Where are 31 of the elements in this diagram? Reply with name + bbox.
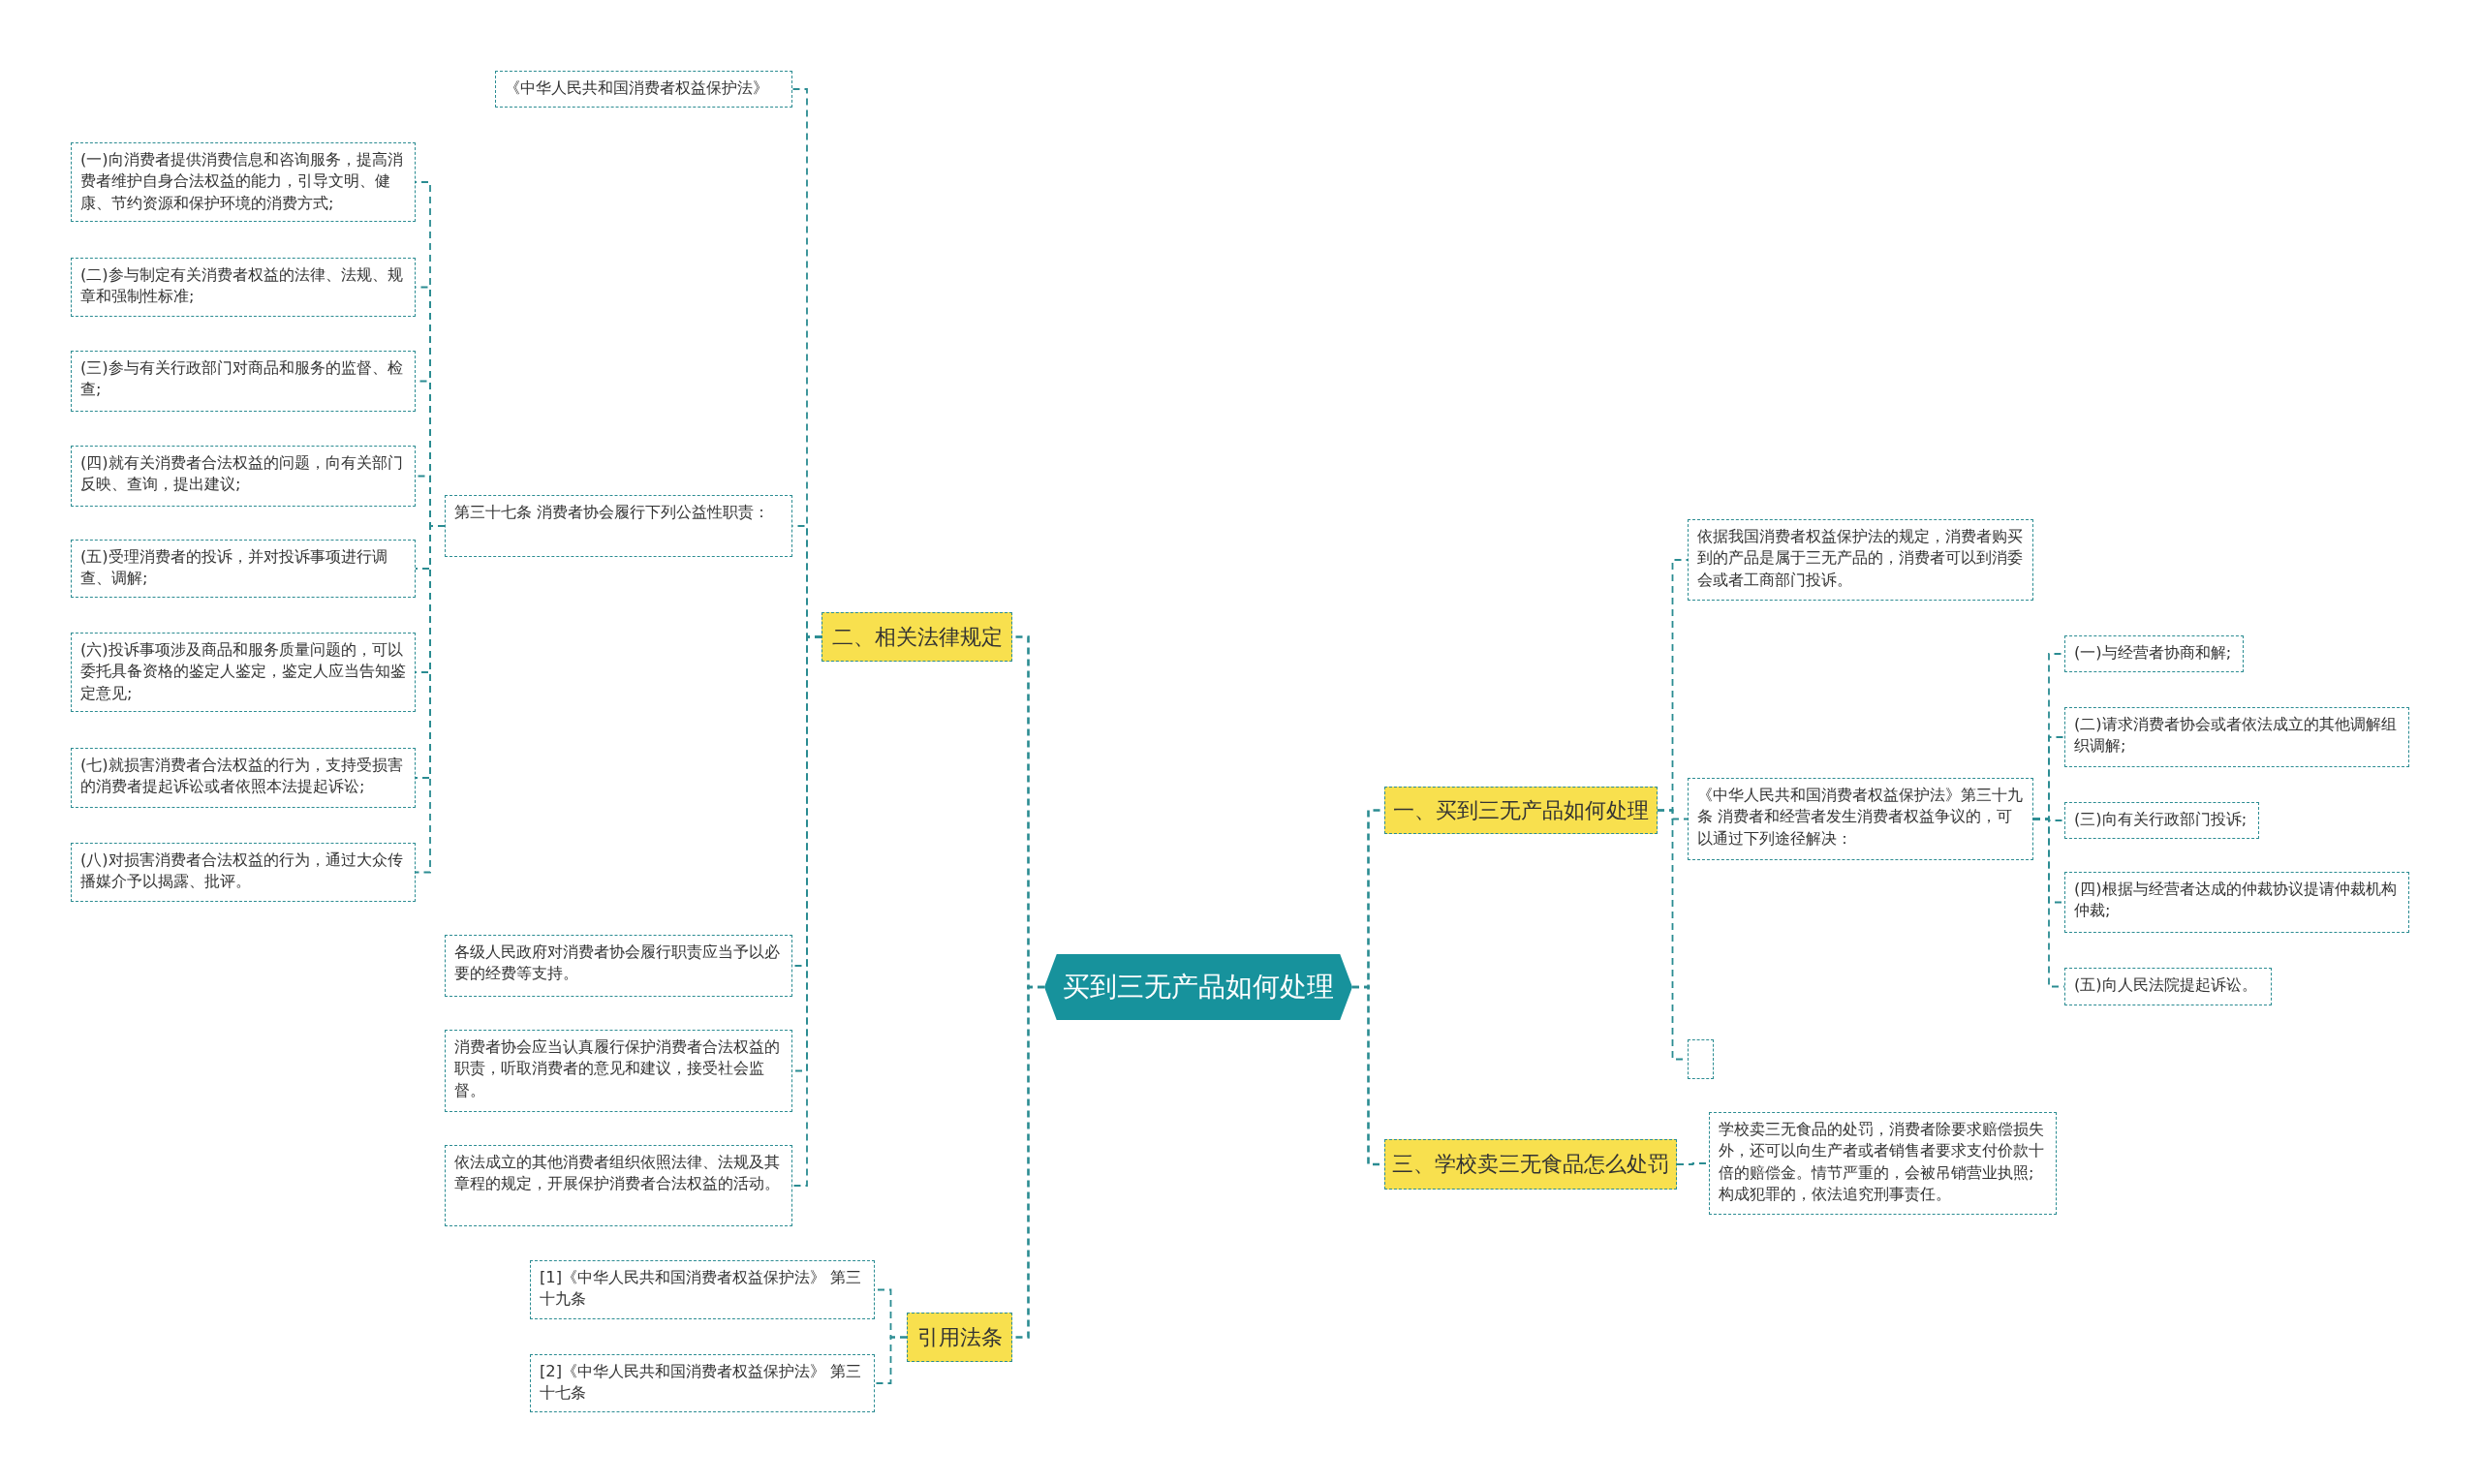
topic-box: (三)向有关行政部门投诉;: [2064, 802, 2259, 839]
topic-box: (一)与经营者协商和解;: [2064, 635, 2244, 672]
connector-line: [791, 635, 822, 1187]
topic-box: 消费者协会应当认真履行保护消费者合法权益的职责，听取消费者的意见和建议，接受社会监督。: [445, 1030, 792, 1112]
topic-box: (八)对损害消费者合法权益的行为，通过大众传播媒介予以揭露、批评。: [71, 843, 416, 902]
topic-box: (五)向人民法院提起诉讼。: [2064, 968, 2272, 1005]
topic-box: 学校卖三无食品的处罚，消费者除要求赔偿损失外，还可以向生产者或者销售者要求支付价款十倍的赔偿金。情节严重的，会被吊销营业执照;构成犯罪的，依法追究刑事责任。: [1709, 1112, 2057, 1215]
branch-topic-box: 三、学校卖三无食品怎么处罚: [1384, 1139, 1677, 1190]
topic-box: 《中华人民共和国消费者权益保护法》: [495, 71, 792, 108]
topic-box: (四)根据与经营者达成的仲裁协议提请仲裁机构仲裁;: [2064, 872, 2409, 933]
topic-box: [2]《中华人民共和国消费者权益保护法》 第三十七条: [530, 1354, 875, 1412]
topic-box: (三)参与有关行政部门对商品和服务的监督、检查;: [71, 351, 416, 412]
topic-box: 依据我国消费者权益保护法的规定，消费者购买到的产品是属于三无产品的，消费者可以到消委会或者工商部门投诉。: [1688, 519, 2033, 601]
branch-topic-box: 一、买到三无产品如何处理: [1384, 787, 1658, 834]
topic-box: (七)就损害消费者合法权益的行为，支持受损害的消费者提起诉讼或者依照本法提起诉讼;: [71, 748, 416, 808]
topic-box: 《中华人民共和国消费者权益保护法》第三十九条 消费者和经营者发生消费者权益争议的，可以通过下列途径解决：: [1688, 778, 2033, 860]
topic-box: (二)请求消费者协会或者依法成立的其他调解组织调解;: [2064, 707, 2409, 767]
topic-box: 依法成立的其他消费者组织依照法律、法规及其章程的规定，开展保护消费者合法权益的活动。: [445, 1145, 792, 1226]
branch-topic-box: 引用法条: [907, 1313, 1012, 1362]
central-topic: 买到三无产品如何处理: [1044, 954, 1352, 1020]
connector-line: [874, 1336, 908, 1384]
topic-box: 第三十七条 消费者协会履行下列公益性职责：: [445, 495, 792, 557]
branch-topic-box: 二、相关法律规定: [822, 612, 1012, 662]
topic-box: (四)就有关消费者合法权益的问题，向有关部门反映、查询，提出建议;: [71, 446, 416, 507]
topic-box: (一)向消费者提供消费信息和咨询服务，提高消费者维护自身合法权益的能力，引导文明、健康、节约资源和保护环境的消费方式;: [71, 142, 416, 222]
topic-box: 各级人民政府对消费者协会履行职责应当予以必要的经费等支持。: [445, 935, 792, 997]
topic-box: (五)受理消费者的投诉，并对投诉事项进行调查、调解;: [71, 540, 416, 598]
empty-box: [1688, 1039, 1714, 1079]
topic-box: [1]《中华人民共和国消费者权益保护法》 第三十九条: [530, 1260, 875, 1319]
topic-box: (二)参与制定有关消费者权益的法律、法规、规章和强制性标准;: [71, 258, 416, 317]
topic-box: (六)投诉事项涉及商品和服务质量问题的，可以委托具备资格的鉴定人鉴定，鉴定人应当告知鉴定意见;: [71, 633, 416, 712]
